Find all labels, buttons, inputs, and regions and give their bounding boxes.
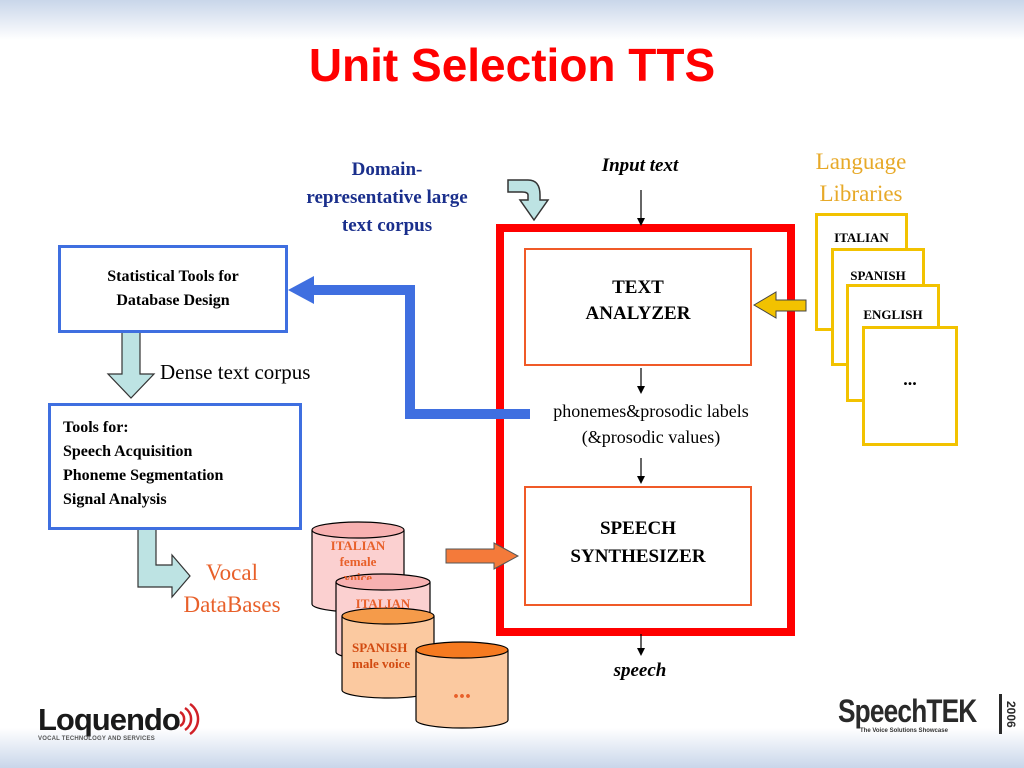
main-frame [496,224,795,636]
cylinder-spanish-label: SPANISH male voice [352,640,411,671]
language-arrow [753,291,807,319]
stat-tools-box: Statistical Tools for Database Design [58,245,288,333]
speech-synth-box: SPEECH SYNTHESIZER [524,486,752,606]
corpus-arrow [507,179,550,222]
feedback-arrow-head [288,276,314,304]
cylinder-spanish-male [341,607,435,699]
text-analyzer-box: TEXT ANALYZER [524,248,752,366]
dense-corpus-label: Dense text corpus [160,360,311,384]
cylinder-italian-2-label: ITALIAN [355,596,411,608]
vocal-databases-label: Vocal DataBases [183,560,281,617]
cylinder-more [415,641,509,729]
loquendo-logo: Loquendo VOCAL TECHNOLOGY AND SERVICES [38,702,181,743]
page-title: Unit Selection TTS [308,39,716,91]
feedback-arrow [312,285,530,419]
speech-label: speech [613,660,667,681]
input-text-label: Input text [601,155,679,176]
vocal-arrow [445,542,520,570]
corpus-label: Domain- representative large text corpus [306,159,468,236]
speechtek-logo: SpeechTEK The Voice Solutions Showcase 2… [838,693,1018,734]
dense-arrow [106,331,156,399]
tools-box: Tools for: Speech Acquisition Phoneme Se… [48,403,302,530]
language-card-more: ... [862,326,958,446]
cylinder-italian-female-label: ITALIAN female voice [330,538,386,580]
language-libraries-label: Language Libraries [815,149,907,206]
vocal-db-arrow [137,527,191,599]
phonemes-label: phonemes&prosodic labels (&prosodic valu… [553,401,749,447]
cylinder-more-label: ... [453,678,471,704]
